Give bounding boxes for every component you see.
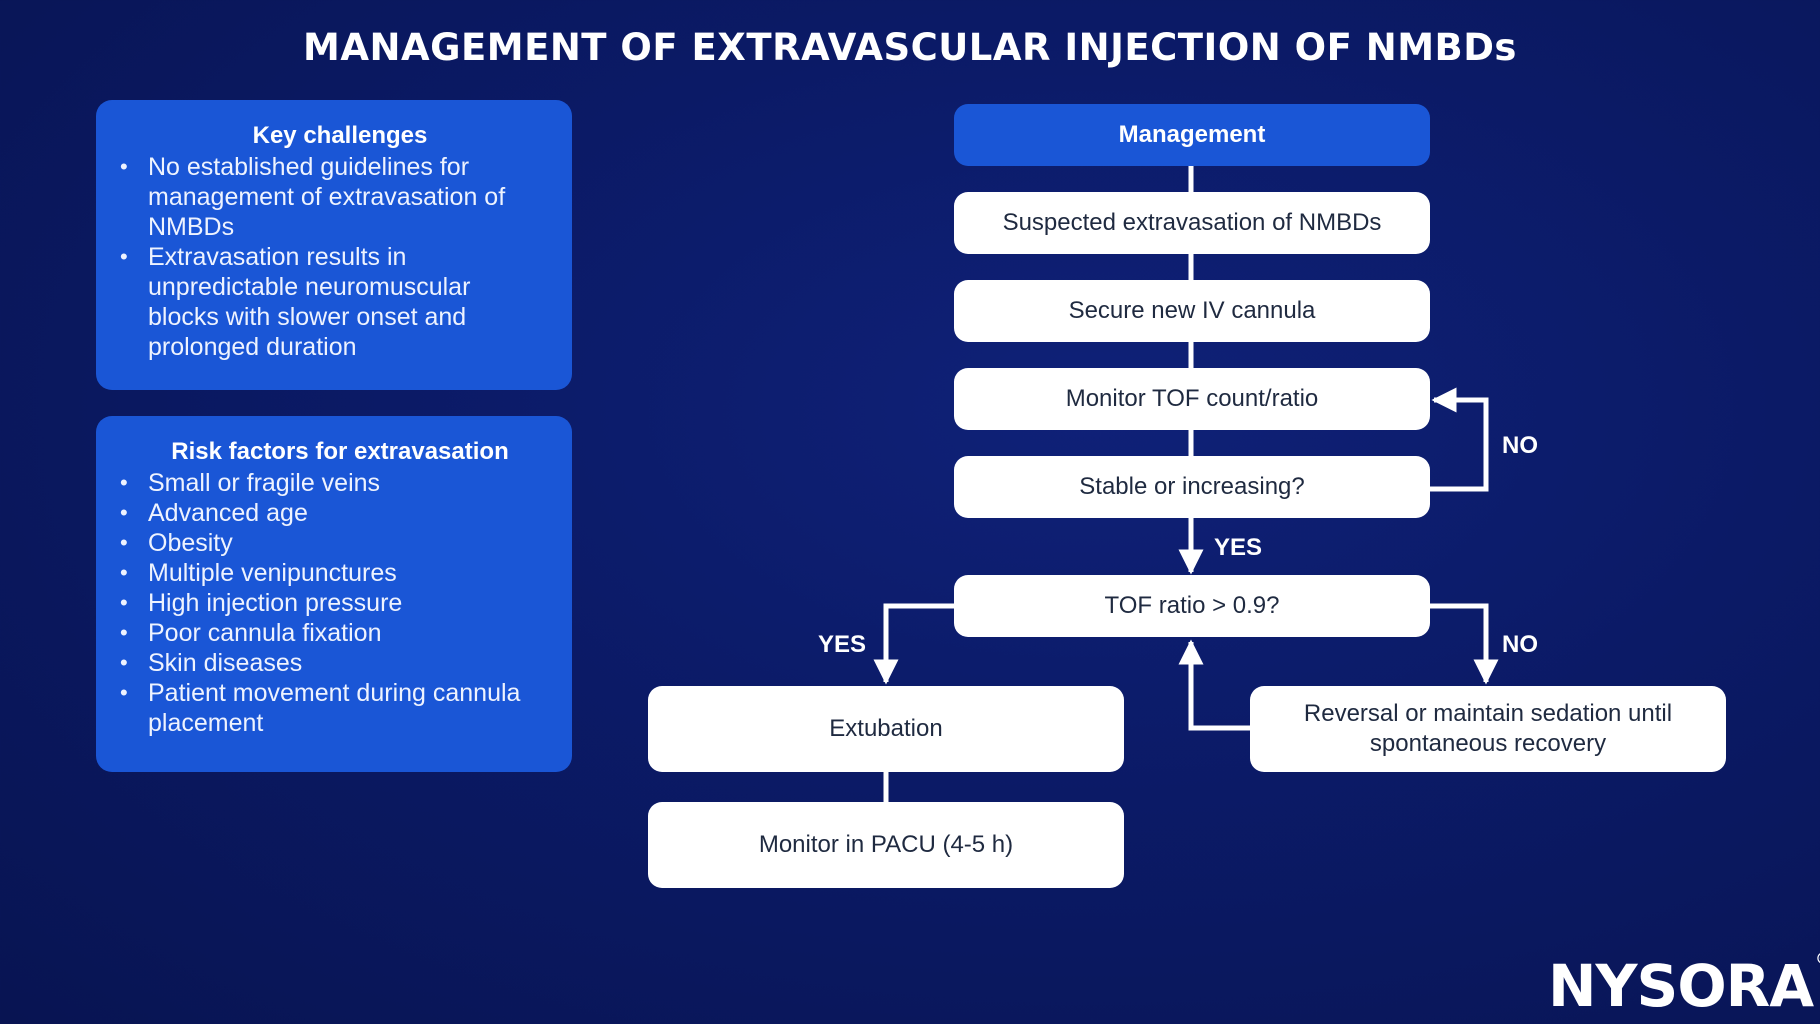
list-item: No established guidelines for management… [120, 152, 532, 242]
logo-text: NYSORA [1548, 952, 1814, 1020]
key-challenges-list: No established guidelines for management… [120, 152, 532, 362]
yes-label-stable: YES [1214, 534, 1263, 561]
management-header: Management [954, 104, 1430, 166]
page-title: MANAGEMENT OF EXTRAVASCULAR INJECTION OF… [303, 26, 1517, 69]
connector-reversal-tof [1178, 639, 1250, 731]
reversal-box: Reversal or maintain sedation until spon… [1250, 686, 1726, 772]
nysora-logo: NYSORA© [1548, 949, 1820, 1020]
risk-factors-heading: Risk factors for extravasation [171, 438, 509, 465]
no-label-tof: NO [1502, 631, 1538, 658]
extubation-box: Extubation [648, 686, 1124, 772]
tof-ratio-box: TOF ratio > 0.9? [954, 575, 1430, 637]
key-challenges-panel: Key challenges No established guidelines… [96, 100, 572, 390]
risk-factors-list: Small or fragile veins Advanced age Obes… [120, 468, 532, 738]
connector-tof-extubation-yes [873, 603, 954, 685]
yes-label-tof: YES [818, 631, 867, 658]
list-item: Poor cannula fixation [120, 618, 532, 648]
stable-increasing-box: Stable or increasing? [954, 456, 1430, 518]
list-item: Multiple venipunctures [120, 558, 532, 588]
risk-factors-panel: Risk factors for extravasation Small or … [96, 416, 572, 772]
list-item: Small or fragile veins [120, 468, 532, 498]
connector-tof-reversal-no [1428, 603, 1499, 685]
monitor-tof-box: Monitor TOF count/ratio [954, 368, 1430, 430]
list-item: Obesity [120, 528, 532, 558]
connector-stable-no-loop [1428, 387, 1489, 492]
key-challenges-heading: Key challenges [252, 122, 428, 149]
no-label-loop: NO [1502, 432, 1538, 459]
list-item: Advanced age [120, 498, 532, 528]
monitor-pacu-box: Monitor in PACU (4-5 h) [648, 802, 1124, 888]
list-item: Patient movement during cannula placemen… [120, 678, 532, 738]
list-item: Skin diseases [120, 648, 532, 678]
list-item: High injection pressure [120, 588, 532, 618]
secure-cannula-box: Secure new IV cannula [954, 280, 1430, 342]
list-item: Extravasation results in unpredictable n… [120, 242, 532, 362]
suspected-extravasation-box: Suspected extravasation of NMBDs [954, 192, 1430, 254]
copyright-mark: © [1815, 949, 1820, 968]
